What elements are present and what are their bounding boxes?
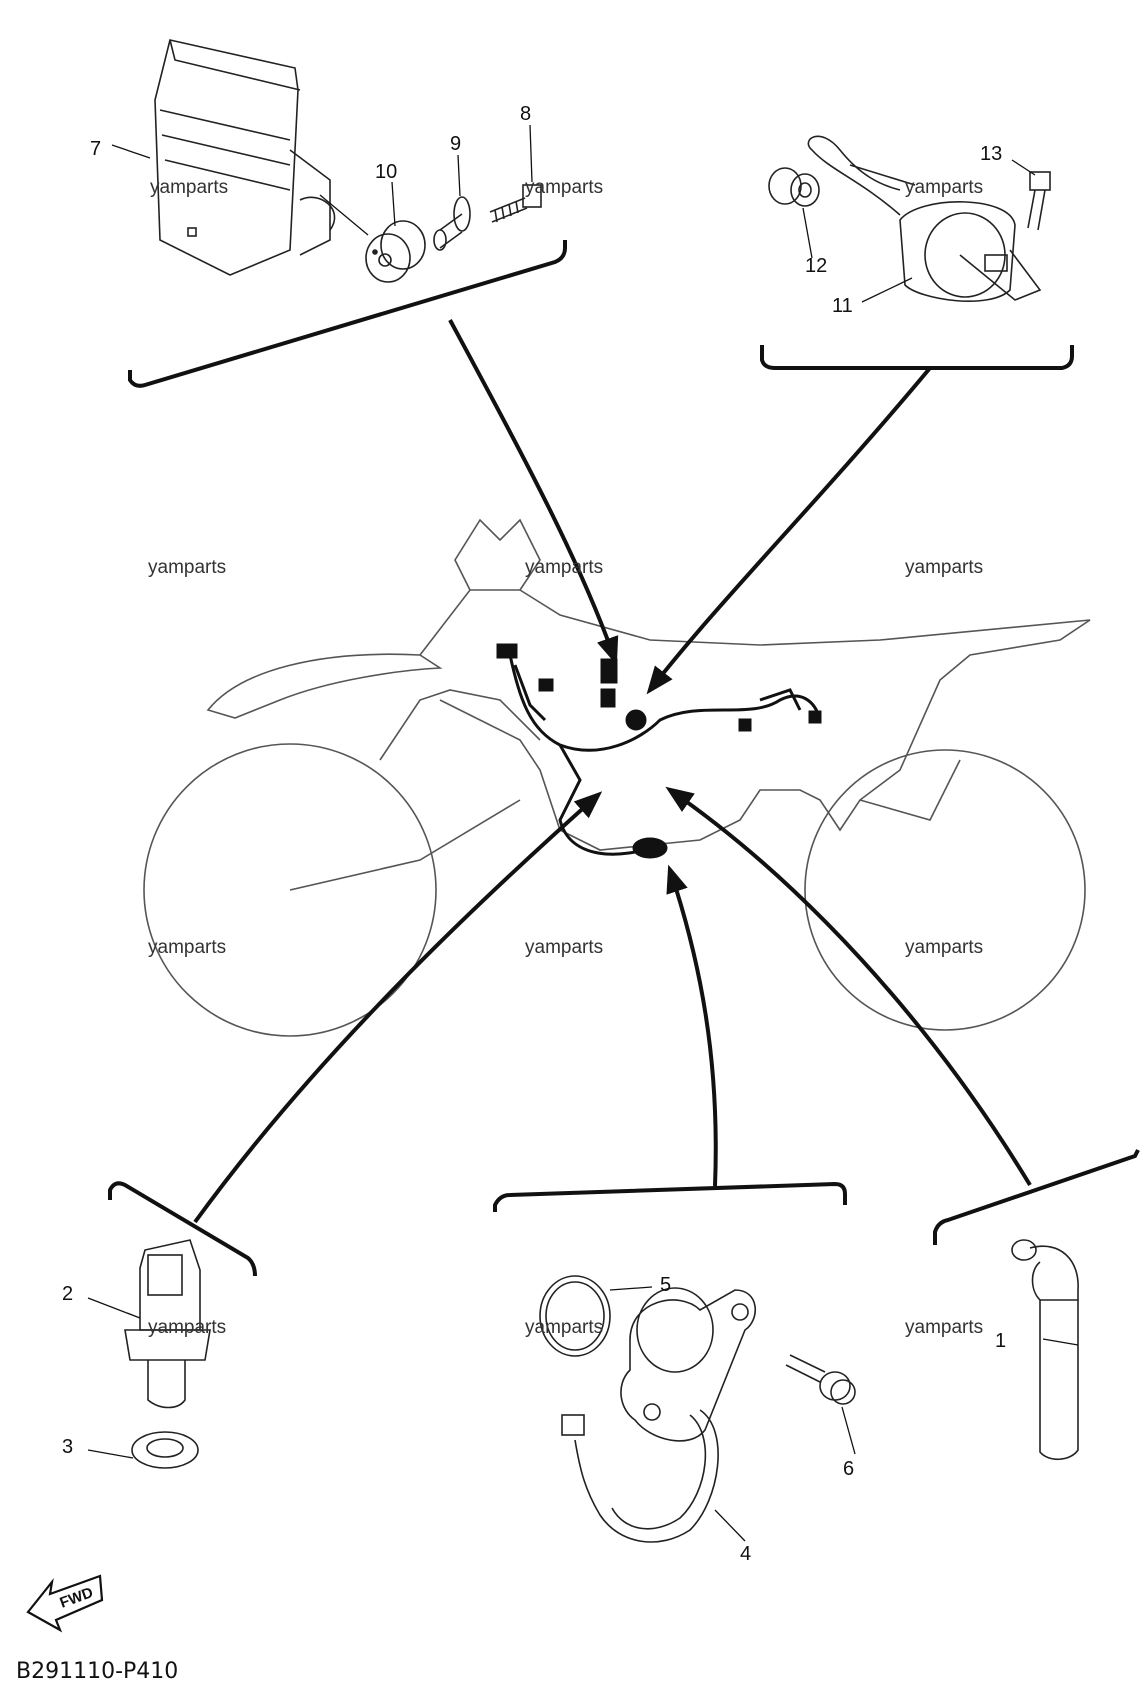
headlight-shroud [454, 518, 541, 591]
leader-arrows [193, 319, 1032, 1224]
watermark: yamparts [905, 1317, 983, 1338]
arrow-coil [646, 366, 932, 695]
bolt-13 [1027, 171, 1051, 231]
watermark: yamparts [525, 177, 603, 198]
callout-leaders [87, 124, 1079, 1542]
o-ring [539, 1275, 611, 1357]
callout-12: 12 [805, 255, 827, 277]
front-wheel [804, 749, 1086, 1031]
fork-line [859, 759, 961, 821]
collar [433, 196, 471, 251]
watermarks: yamparts yamparts yamparts yamparts yamp… [148, 177, 983, 1338]
arrow-neutral-switch [666, 864, 718, 1187]
fwd-arrow: FWD [26, 1574, 104, 1633]
swingarm [289, 799, 521, 891]
bracket-bottom-center [493, 1181, 847, 1212]
watermark: yamparts [905, 177, 983, 198]
callout-8: 8 [520, 103, 531, 125]
callout-4: 4 [740, 1543, 751, 1565]
arrow-ecu [448, 319, 619, 666]
temp-sensor [124, 1239, 211, 1409]
callout-3: 3 [62, 1436, 73, 1458]
bracket-top-right [760, 345, 1074, 370]
callout-7: 7 [90, 138, 101, 160]
callout-10: 10 [375, 161, 397, 183]
wire-harness [496, 643, 822, 859]
watermark: yamparts [525, 557, 603, 578]
callout-13: 13 [980, 143, 1002, 165]
ignition-coil [807, 135, 1042, 302]
bolt-8 [489, 184, 542, 223]
frame-front-pipe [379, 689, 541, 761]
arrow-temp-sensor [193, 791, 603, 1224]
callout-2: 2 [62, 1283, 73, 1305]
bracket-bottom-left [108, 1181, 257, 1277]
callout-9: 9 [450, 133, 461, 155]
neutral-switch [561, 1287, 757, 1543]
watermark: yamparts [148, 1317, 226, 1338]
arrow-plug-cap [665, 786, 1032, 1187]
motorcycle-outline [143, 518, 1091, 1037]
rear-wheel [143, 743, 437, 1037]
watermark: yamparts [525, 937, 603, 958]
bracket-top-left [128, 240, 567, 388]
callout-6: 6 [843, 1458, 854, 1480]
group-brackets [108, 240, 1140, 1277]
callout-numbers: 1 2 3 4 5 6 7 8 9 10 11 12 13 [62, 103, 1006, 1565]
callout-5: 5 [660, 1274, 671, 1296]
spark-plug-cap [1011, 1239, 1079, 1461]
watermark: yamparts [905, 937, 983, 958]
grommet-12 [768, 167, 820, 207]
callout-11: 11 [832, 295, 853, 317]
watermark: yamparts [148, 937, 226, 958]
callout-1: 1 [995, 1330, 1006, 1352]
watermark: yamparts [148, 557, 226, 578]
ecu-unit [154, 39, 336, 276]
bracket-bottom-right [933, 1149, 1140, 1245]
rear-fender [206, 653, 443, 719]
watermark: yamparts [150, 177, 228, 198]
washer [131, 1431, 199, 1469]
fwd-arrow-icon [26, 1574, 104, 1633]
grommet [365, 220, 426, 283]
screw-6 [785, 1354, 856, 1405]
watermark: yamparts [525, 1317, 603, 1338]
watermark: yamparts [905, 557, 983, 578]
diagram-code: B291110-P410 [16, 1659, 178, 1684]
